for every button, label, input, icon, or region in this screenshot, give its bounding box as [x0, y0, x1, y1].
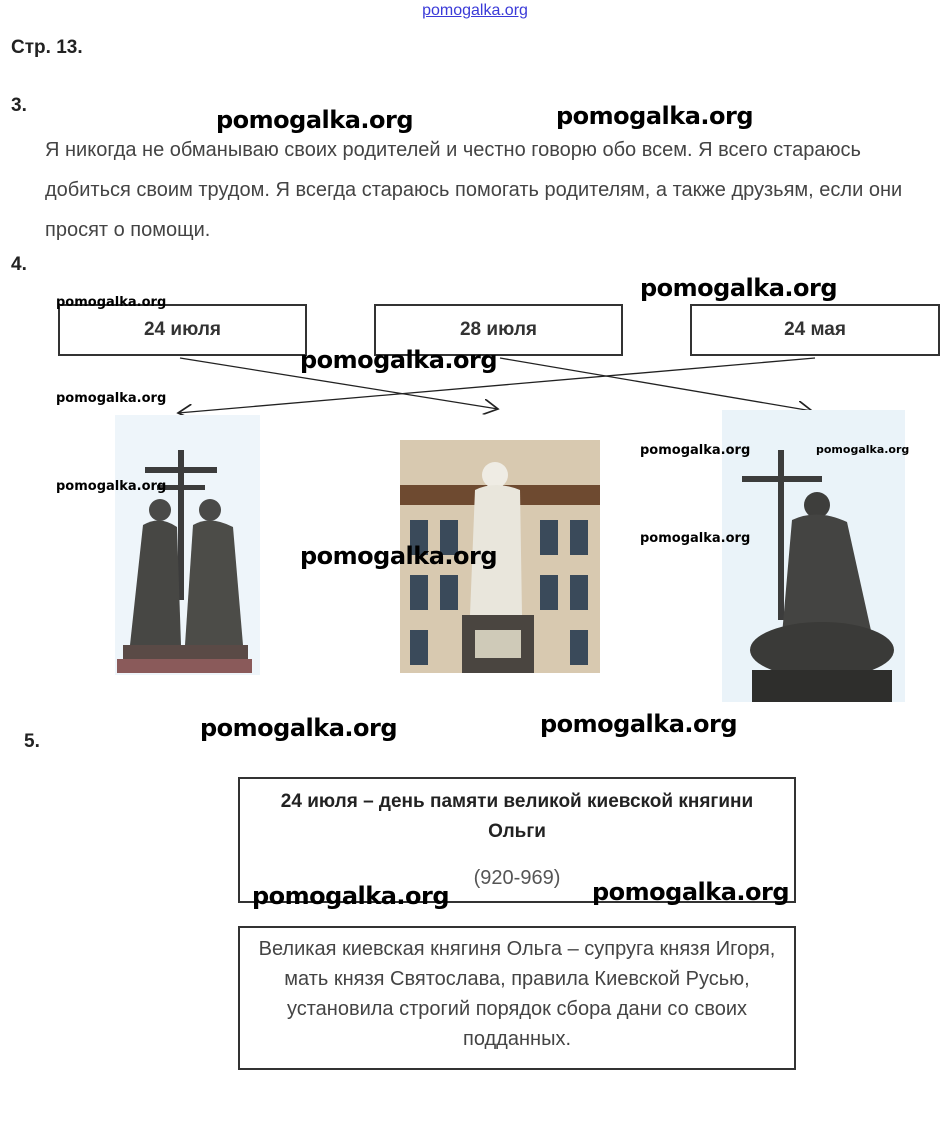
olga-memorial-box: 24 июля – день памяти великой киевской к…: [238, 777, 796, 903]
watermark: pomogalka.org: [640, 443, 751, 458]
princess-olga-statue-image: [400, 440, 600, 673]
watermark: pomogalka.org: [556, 102, 754, 130]
prince-vladimir-statue-image: [722, 410, 905, 702]
page-header: Стр. 13.: [11, 37, 83, 58]
watermark: pomogalka.org: [540, 710, 738, 738]
date-box-2: 28 июля: [374, 304, 623, 356]
date-box-3: 24 мая: [690, 304, 940, 356]
watermark: pomogalka.org: [252, 882, 450, 910]
watermark: pomogalka.org: [640, 531, 751, 546]
task-3-text: Я никогда не обманываю своих родителей и…: [45, 139, 903, 241]
olga-description-box: Великая киевская княгиня Ольга – супруга…: [238, 926, 796, 1070]
watermark: pomogalka.org: [200, 714, 398, 742]
watermark: pomogalka.org: [56, 479, 167, 494]
watermark: pomogalka.org: [300, 346, 498, 374]
watermark: pomogalka.org: [56, 391, 167, 406]
watermark: pomogalka.org: [216, 106, 414, 134]
site-link[interactable]: pomogalka.org: [422, 2, 528, 19]
watermark: pomogalka.org: [640, 274, 838, 302]
olga-memorial-title: 24 июля – день памяти великой киевской к…: [280, 791, 754, 842]
task-4-number: 4.: [11, 254, 27, 275]
task-3-number: 3.: [11, 95, 27, 116]
olga-years: (920-969): [473, 867, 561, 889]
watermark: pomogalka.org: [816, 443, 910, 456]
matching-arrows: [0, 357, 816, 440]
watermark: pomogalka.org: [56, 295, 167, 310]
arrow-2: [178, 357, 816, 413]
arrow-1: [179, 357, 498, 409]
watermark: pomogalka.org: [592, 878, 790, 906]
task-5-number: 5.: [24, 731, 40, 752]
date-box-1: 24 июля: [58, 304, 307, 356]
arrow-3: [499, 357, 812, 411]
cyril-methodius-statue-image: [115, 415, 260, 675]
watermark: pomogalka.org: [300, 542, 498, 570]
